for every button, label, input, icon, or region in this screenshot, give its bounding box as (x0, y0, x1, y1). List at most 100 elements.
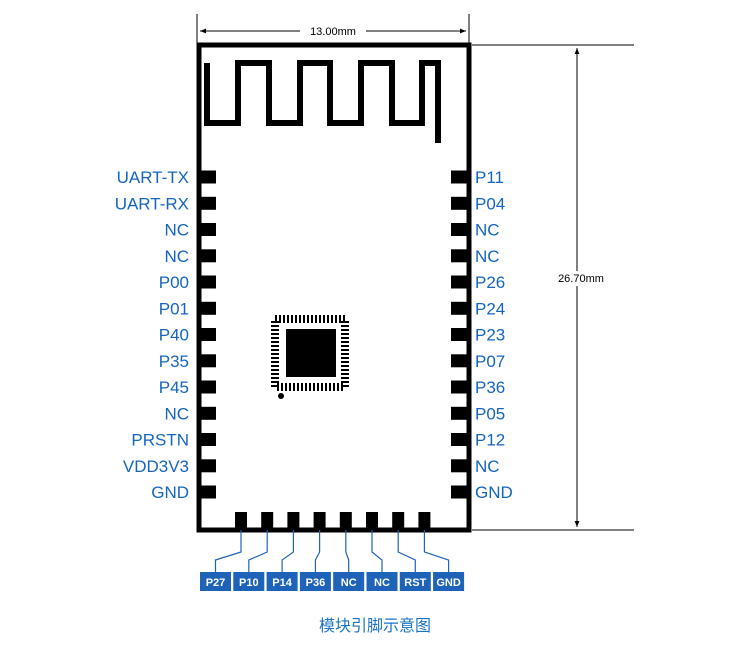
height-label: 26.70mm (558, 273, 604, 285)
bottom-lead (314, 530, 321, 572)
right-pad (451, 170, 468, 184)
bottom-pin-label: P36 (306, 577, 326, 589)
pin1-dot (278, 393, 284, 399)
bottom-pin-label: NC (374, 577, 390, 589)
left-pad (199, 433, 216, 446)
left-pin-label: UART-RX (115, 194, 189, 213)
bottom-pad (418, 512, 431, 530)
left-pad (199, 380, 216, 394)
width-dimension: 13.00mm (196, 14, 470, 45)
bottom-lead (423, 530, 450, 572)
diagram-caption: 模块引脚示意图 (318, 616, 431, 635)
bottom-pad (392, 512, 405, 530)
bottom-pin-label: P27 (206, 577, 226, 589)
right-pin-label: NC (475, 457, 500, 476)
right-pad (451, 275, 468, 289)
bottom-pads (235, 512, 431, 530)
bottom-lead (281, 530, 294, 572)
right-pad (451, 223, 468, 236)
right-pin-label: NC (475, 247, 500, 266)
left-pad (199, 223, 216, 236)
bottom-label-box (433, 572, 465, 591)
left-pin-label: P01 (159, 299, 189, 318)
left-pin-label: NC (164, 404, 189, 423)
bottom-pin-label: P10 (239, 577, 259, 589)
left-pin-label: P00 (159, 273, 189, 292)
width-label: 13.00mm (310, 26, 356, 38)
bottom-pin-label: P14 (272, 577, 292, 589)
left-pad (199, 196, 216, 210)
bottom-label-box (299, 572, 331, 591)
left-pad (199, 485, 216, 499)
left-pin-label: NC (164, 221, 189, 240)
right-pin-label: P12 (475, 431, 505, 450)
bottom-label-box (233, 572, 265, 591)
bottom-label-box (266, 572, 298, 591)
bottom-lead (214, 530, 242, 572)
right-pin-label: P24 (475, 299, 505, 318)
right-pad (451, 406, 468, 420)
right-pad (451, 459, 468, 473)
bottom-pin-label: GND (436, 577, 461, 589)
bottom-label-box (399, 572, 431, 591)
right-pin-label: P07 (475, 352, 505, 371)
left-pad (199, 354, 216, 368)
left-pads (199, 170, 216, 499)
right-pin-label: P26 (475, 273, 505, 292)
left-pin-label: UART-TX (117, 168, 189, 187)
right-pad (451, 328, 468, 341)
bottom-pad (261, 512, 274, 530)
right-pin-label: P36 (475, 378, 505, 397)
left-pin-label: GND (151, 483, 189, 502)
left-pin-labels: UART-TXUART-RXNCNCP00P01P40P35P45NCPRSTN… (115, 168, 189, 502)
bottom-lead (371, 530, 383, 572)
height-dimension: 26.70mm (472, 44, 634, 531)
left-pin-label: VDD3V3 (123, 457, 189, 476)
bottom-pad (313, 512, 326, 530)
left-pad (199, 275, 216, 289)
bottom-pin-leads (214, 530, 450, 572)
bottom-pin-labels: P27 P10 P14 P36 NC NC RST GND (200, 572, 465, 591)
left-pin-label: P35 (159, 352, 189, 371)
pcb-antenna (204, 60, 441, 143)
bottom-pad (235, 512, 247, 530)
chip (271, 315, 349, 399)
bottom-pad (287, 512, 300, 530)
left-pad (199, 328, 216, 341)
bottom-label-box (366, 572, 398, 591)
bottom-label-box (200, 572, 231, 591)
right-pin-label: P05 (475, 404, 505, 423)
right-pad (451, 249, 468, 263)
bottom-lead (345, 530, 350, 572)
left-pad (199, 170, 216, 184)
right-pad (451, 301, 468, 315)
bottom-pin-label: NC (341, 577, 357, 589)
right-pin-label: P23 (475, 326, 505, 345)
right-pin-label: P11 (475, 168, 504, 187)
bottom-pad (366, 512, 378, 530)
left-pin-label: P40 (159, 326, 189, 345)
bottom-pin-label: RST (404, 577, 426, 589)
left-pad (199, 301, 216, 315)
bottom-lead (248, 530, 268, 572)
right-pad (451, 380, 468, 394)
bottom-label-box (333, 572, 365, 591)
left-pad (199, 459, 216, 473)
left-pad (199, 406, 216, 420)
left-pin-label: NC (164, 247, 189, 266)
right-pad (451, 354, 468, 368)
right-pin-label: P04 (475, 194, 505, 213)
right-pad (451, 196, 468, 210)
right-pad (451, 485, 468, 499)
right-pin-label: GND (475, 483, 513, 502)
right-pad (451, 433, 468, 446)
right-pads (451, 170, 468, 499)
left-pin-label: PRSTN (131, 431, 189, 450)
left-pin-label: P45 (159, 378, 189, 397)
bottom-lead (397, 530, 416, 572)
left-pad (199, 249, 216, 263)
right-pin-label: NC (475, 221, 500, 240)
bottom-pad (339, 512, 352, 530)
